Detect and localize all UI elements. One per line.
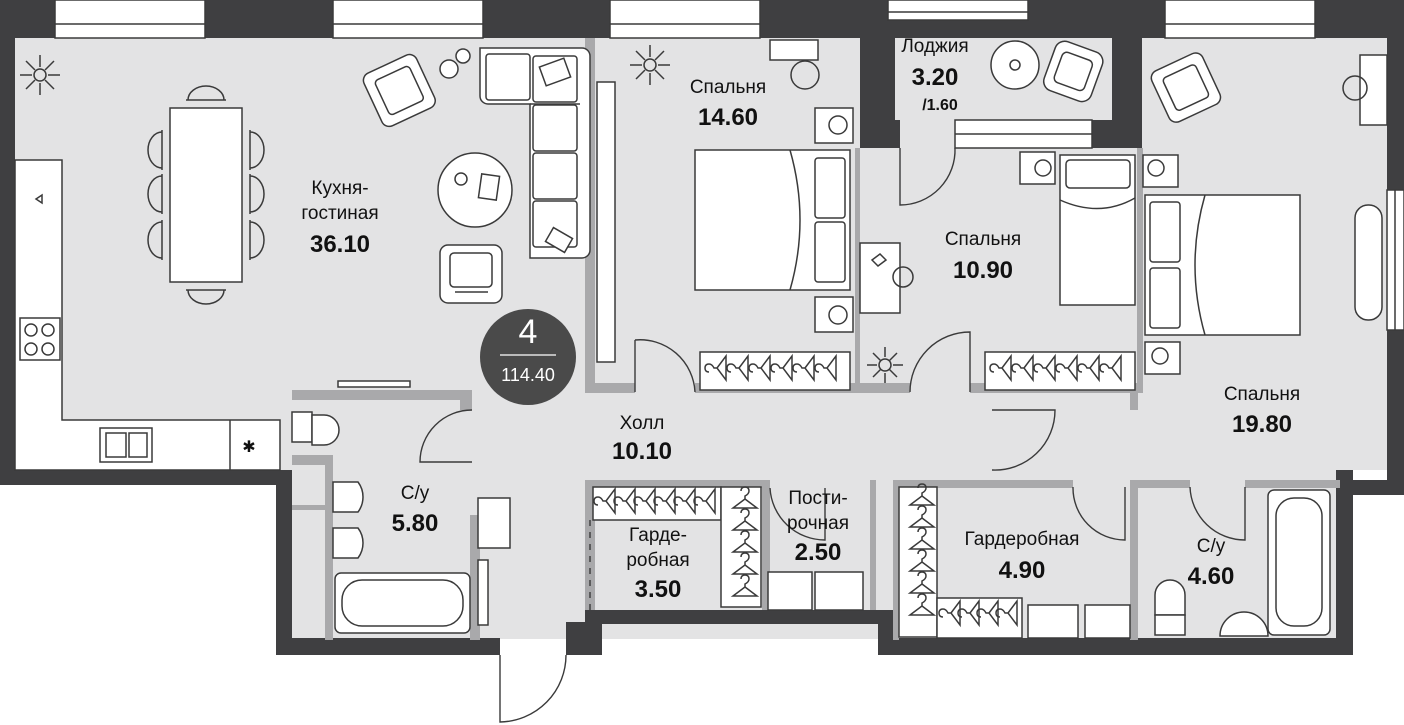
room-count: 4: [519, 313, 538, 351]
room-name: Холл: [620, 413, 665, 434]
armchair: [362, 53, 436, 128]
room-label-bedroom2: Спальня 10.90: [945, 229, 1021, 284]
room-label-bedroom3: Спальня 19.80: [1224, 384, 1300, 438]
bed-double: [694, 107, 854, 333]
bed-single: [1019, 151, 1179, 306]
room-label-bedroom1: Спальня 14.60: [690, 77, 766, 131]
room-label-loggia: Лоджия 3.20 /1.60: [901, 36, 968, 114]
room-name: Гарде-: [629, 525, 687, 546]
oven-icon: [34, 193, 43, 205]
kitchen-counter: ✱: [14, 159, 281, 471]
armchair: [1150, 52, 1222, 123]
chair: [769, 39, 820, 90]
bath2-fixtures: [1154, 489, 1331, 637]
wardrobe: [699, 351, 851, 391]
sink-icon: [99, 427, 153, 463]
plant-icon: [867, 347, 903, 383]
room-name: С/у: [401, 483, 430, 504]
room-area: 10.90: [953, 257, 1013, 284]
room-label-hall: Холл 10.10: [612, 413, 672, 465]
badge-circle: [480, 309, 576, 405]
room-name: Гардеробная: [965, 529, 1080, 550]
room-name: Спальня: [945, 229, 1021, 250]
doors: [419, 147, 1246, 723]
fridge-icon: ✱: [242, 439, 255, 456]
windows: [54, 0, 1404, 331]
room-name: робная: [626, 550, 689, 571]
tv-unit: [337, 81, 616, 388]
room-label-wardrobe2: Гардеробная 4.90: [965, 529, 1080, 584]
plant-icon: [20, 55, 60, 95]
room-area: 10.10: [612, 438, 672, 465]
room-name: С/у: [1197, 536, 1226, 557]
room-area: 3.20: [912, 64, 959, 91]
loggia-furniture: [990, 40, 1104, 103]
room-area: 14.60: [698, 104, 758, 131]
room-area: 19.80: [1232, 411, 1292, 438]
room-name: Лоджия: [901, 36, 968, 57]
room-name: Спальня: [690, 77, 766, 98]
coffee-table: [437, 152, 513, 228]
plant-icon: [630, 45, 670, 85]
apartment-badge: 4 114.40: [480, 309, 576, 405]
room-label-laundry: Пости- рочная 2.50: [787, 488, 849, 566]
stove-icon: [19, 317, 61, 361]
room-name: Спальня: [1224, 384, 1300, 405]
room-area: 2.50: [795, 539, 842, 566]
sofa: [439, 47, 591, 259]
room-area: 4.60: [1188, 563, 1235, 590]
dining-table: [147, 85, 265, 305]
room-label-bath2: С/у 4.60: [1188, 536, 1235, 590]
room-label-living: Кухня- гостиная 36.10: [301, 178, 378, 258]
armchair: [439, 244, 503, 304]
room-area: 4.90: [999, 557, 1046, 584]
laundry-machines: [767, 571, 864, 611]
room-area: 5.80: [392, 510, 439, 537]
desk: [1342, 54, 1388, 321]
total-area: 114.40: [501, 365, 555, 385]
room-label-bath1: С/у 5.80: [392, 483, 439, 537]
room-name: Пости-: [788, 488, 847, 509]
bed-double: [1144, 194, 1301, 375]
room-name: Кухня-: [311, 178, 368, 199]
bath1-fixtures: [291, 411, 511, 634]
wardrobe: [984, 351, 1136, 391]
room-area: 3.50: [635, 576, 682, 603]
room-area: 36.10: [310, 231, 370, 258]
room-name: рочная: [787, 513, 849, 534]
wardrobe1-shelves: [592, 486, 762, 608]
room-label-wardrobe1: Гарде- робная 3.50: [626, 525, 689, 603]
room-area-secondary: /1.60: [922, 97, 958, 114]
desk: [859, 242, 914, 314]
room-name: гостиная: [301, 203, 378, 224]
